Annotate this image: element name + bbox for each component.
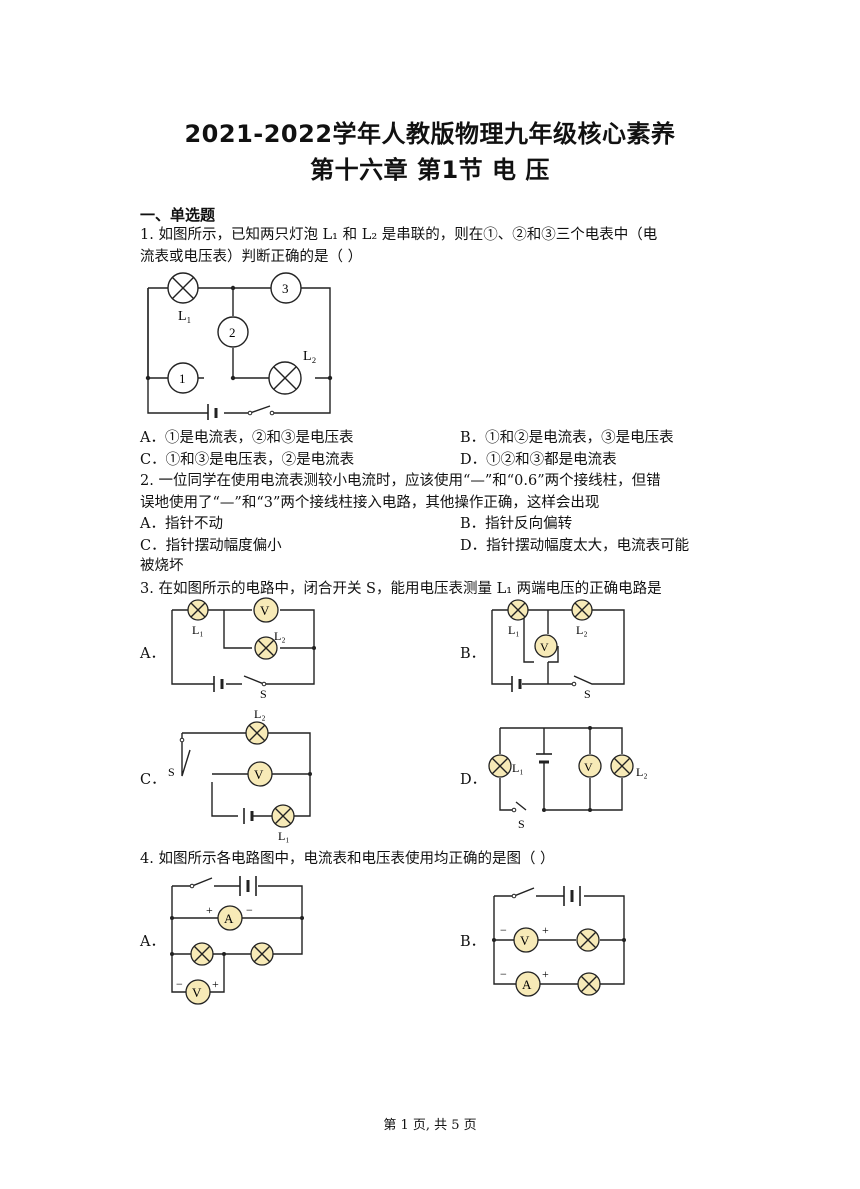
page-footer: 第 1 页, 共 5 页 — [383, 1118, 477, 1133]
voltmeter-icon — [578, 754, 602, 778]
voltmeter-label: V — [192, 985, 202, 1000]
q3-option-d-label[interactable]: D． — [460, 772, 487, 788]
minus-sign: − — [500, 967, 507, 981]
lamp-l2-icon — [571, 599, 593, 621]
plus-sign: + — [542, 923, 549, 937]
q3-circuit-c: L₂ V L₁ S — [168, 707, 312, 843]
voltmeter-icon — [253, 597, 279, 623]
q2-option-b[interactable]: B．指针反向偏转 — [460, 516, 573, 532]
q1-option-b[interactable]: B．①和②是电流表，③是电压表 — [460, 430, 674, 446]
q3-option-a-label[interactable]: A． — [140, 646, 165, 662]
meter-1-label: 1 — [179, 371, 186, 386]
q2-text-line1: 2. 一位同学在使用电流表测较小电流时，应该使用“—”和“0.6”两个接线柱，但… — [140, 473, 661, 489]
q1-text-line1: 1. 如图所示，已知两只灯泡 L₁ 和 L₂ 是串联的，则在①、②和③三个电表中… — [140, 227, 658, 243]
minus-sign: − — [246, 903, 253, 917]
q2-option-d-line2: 被烧坏 — [140, 558, 184, 574]
minus-sign: − — [500, 923, 507, 937]
q4-circuit-b: V − + A − + — [492, 886, 626, 997]
q2-option-a[interactable]: A．指针不动 — [140, 516, 223, 532]
lamp-icon — [577, 972, 601, 996]
q2-option-c[interactable]: C．指针摆动幅度偏小 — [140, 538, 282, 554]
lamp-l1-icon — [167, 272, 199, 304]
ammeter-label: A — [224, 911, 234, 926]
voltmeter-label: V — [540, 640, 549, 654]
voltmeter-label: V — [254, 767, 264, 782]
q3-option-b-label[interactable]: B． — [460, 646, 486, 662]
section-heading: 一、单选题 — [140, 206, 216, 224]
q3-circuit-b: L₁ L₂ V S — [491, 599, 625, 701]
lamp-l2-icon — [254, 636, 278, 660]
lamp-l1-label: L₁ — [278, 829, 290, 843]
q4-option-b-label[interactable]: B． — [460, 934, 486, 950]
document-title: 2021-2022学年人教版物理九年级核心素养 — [184, 120, 676, 148]
lamp-l1-icon — [187, 599, 209, 621]
q1-circuit-diagram: L₁ 3 2 1 L₂ — [145, 272, 333, 420]
lamp-l1-label: L₁ — [512, 761, 524, 775]
lamp-l2-icon — [610, 754, 634, 778]
voltmeter-icon — [534, 634, 558, 658]
voltmeter-icon — [247, 761, 273, 787]
lamp-icon — [576, 928, 600, 952]
lamp-l1-label: L₁ — [178, 309, 191, 324]
lamp-l1-icon — [507, 599, 529, 621]
meter-2-icon — [217, 316, 249, 348]
meter-2-label: 2 — [229, 325, 236, 340]
minus-sign: − — [176, 977, 183, 991]
plus-sign: + — [212, 977, 219, 991]
q2-option-d-line1[interactable]: D．指针摆动幅度太大，电流表可能 — [460, 538, 690, 554]
q2-text-line2: 误地使用了“—”和“3”两个接线柱接入电路，其他操作正确，这样会出现 — [140, 495, 600, 511]
plus-sign: + — [542, 967, 549, 981]
switch-s-label: S — [168, 765, 175, 779]
lamp-l2-icon — [245, 721, 269, 745]
ammeter-label: A — [522, 977, 532, 992]
q3-option-c-label[interactable]: C． — [140, 772, 166, 788]
plus-sign: + — [206, 903, 213, 917]
lamp-l1-label: L₁ — [508, 623, 520, 637]
voltmeter-icon — [513, 927, 539, 953]
meter-1-icon — [167, 362, 199, 394]
chapter-title: 第十六章 第1节 电 压 — [310, 156, 550, 184]
q1-option-d[interactable]: D．①②和③都是电流表 — [460, 452, 617, 468]
q1-text-line2: 流表或电压表）判断正确的是（ ） — [140, 249, 363, 265]
lamp-l2-label: L₂ — [576, 623, 588, 637]
q1-option-a[interactable]: A．①是电流表，②和③是电压表 — [140, 430, 354, 446]
lamp-icon — [250, 942, 274, 966]
lamp-l2-label: L₂ — [254, 707, 266, 721]
q4-option-a-label[interactable]: A． — [140, 934, 165, 950]
lamp-l1-label: L₁ — [192, 623, 204, 637]
q1-option-c[interactable]: C．①和③是电压表，②是电流表 — [140, 452, 355, 468]
lamp-l2-label: L₂ — [636, 765, 648, 779]
lamp-l2-icon — [268, 361, 302, 395]
q4-circuit-a: A + − V − + — [170, 876, 304, 1005]
q3-circuit-d: L₁ V L₂ S — [488, 726, 648, 831]
voltmeter-icon — [185, 979, 211, 1005]
lamp-l1-icon — [271, 804, 295, 828]
lamp-l1-icon — [488, 754, 512, 778]
lamp-icon — [190, 942, 214, 966]
switch-s-label: S — [260, 687, 267, 700]
ammeter-icon — [515, 971, 541, 997]
ammeter-icon — [217, 905, 243, 931]
voltmeter-label: V — [584, 760, 593, 774]
meter-3-label: 3 — [282, 281, 289, 296]
q3-circuit-a: L₁ V L₂ S — [171, 597, 316, 700]
meter-3-icon — [270, 272, 302, 304]
q4-text-line1: 4. 如图所示各电路图中，电流表和电压表使用均正确的是图（ ） — [140, 851, 555, 867]
lamp-l2-label: L₂ — [274, 629, 286, 643]
voltmeter-label: V — [260, 603, 270, 618]
lamp-l2-label: L₂ — [303, 349, 317, 364]
q3-text-line1: 3. 在如图所示的电路中，闭合开关 S，能用电压表测量 L₁ 两端电压的正确电路… — [140, 581, 662, 597]
switch-s-label: S — [584, 687, 591, 701]
voltmeter-label: V — [520, 933, 530, 948]
switch-s-label: S — [518, 817, 525, 831]
